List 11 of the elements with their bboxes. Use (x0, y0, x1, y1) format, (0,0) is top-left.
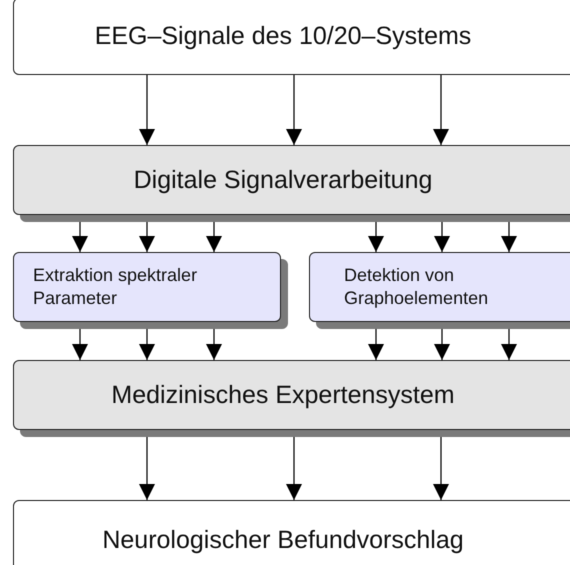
box-label: EEG–Signale des 10/20–Systems (94, 21, 472, 52)
arrow (139, 75, 155, 145)
process-box (13, 500, 570, 565)
arrow (433, 75, 449, 145)
box-label: Digitale Signalverarbeitung (134, 164, 432, 196)
box-label: Medizinisches Expertensystem (111, 380, 455, 411)
process-box (13, 0, 570, 75)
box-label: Neurologischer Befundvorschlag (102, 524, 464, 556)
box-label: Detektion von Graphoelementen (344, 264, 490, 310)
arrow (286, 75, 302, 145)
box-label: Extraktion spektraler Parameter (33, 264, 198, 310)
